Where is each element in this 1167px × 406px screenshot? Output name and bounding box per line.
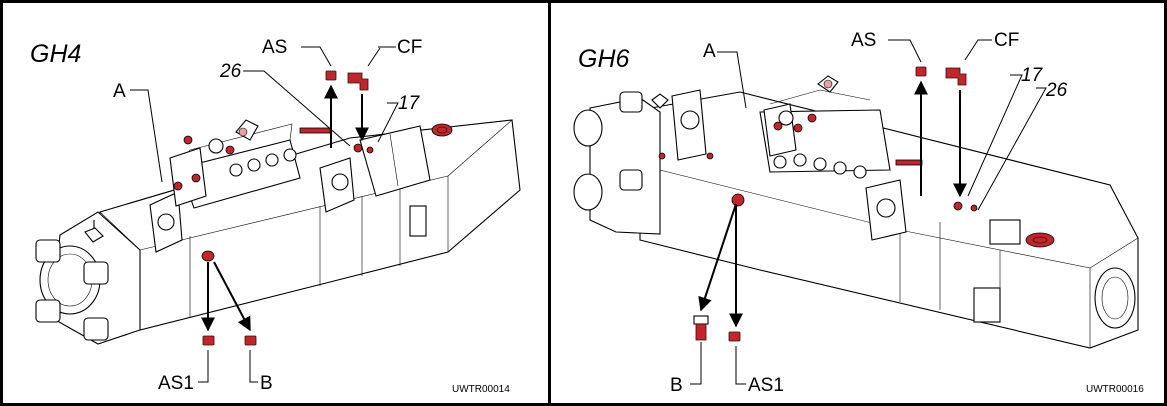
- part-b-gh4: [244, 335, 257, 346]
- part-as1-gh6: [728, 331, 741, 342]
- label-a-gh4: A: [113, 81, 126, 102]
- label-a-gh6: A: [703, 41, 716, 62]
- label-as1-gh6: AS1: [748, 375, 784, 396]
- panel-gh6: GH6: [573, 30, 1144, 396]
- label-as-gh6: AS: [851, 30, 876, 51]
- part-as-gh4: [325, 70, 337, 81]
- cylinder-drawing-gh6: [573, 75, 1139, 349]
- drawing-code-gh6: UWTR00016: [1086, 384, 1144, 395]
- label-cf-gh6: CF: [994, 30, 1019, 51]
- label-as-gh4: AS: [262, 37, 287, 58]
- label-cf-gh4: CF: [397, 37, 422, 58]
- drawing-code-gh4: UWTR00014: [452, 384, 510, 395]
- label-26-gh4: 26: [219, 61, 242, 82]
- part-b-gh6: [693, 315, 709, 341]
- label-b-gh4: B: [260, 373, 273, 394]
- part-cf-gh4: [347, 72, 369, 91]
- part-as1-gh4: [202, 335, 215, 346]
- figure-title-gh6: GH6: [578, 45, 630, 73]
- label-17-gh4: 17: [398, 93, 421, 114]
- part-cf-gh6: [945, 67, 967, 86]
- part-as-gh6: [915, 66, 927, 77]
- panel-border-gh6: [548, 0, 1167, 406]
- cylinder-drawing-gh4: [35, 119, 521, 345]
- label-26-gh6: 26: [1045, 80, 1068, 101]
- arrow-b-gh4: [213, 261, 251, 332]
- figure-title-gh4: GH4: [30, 40, 81, 68]
- panel-gh4: GH4: [30, 37, 521, 395]
- label-b-gh6: B: [670, 375, 683, 396]
- label-17-gh6: 17: [1021, 65, 1044, 86]
- label-as1-gh4: AS1: [158, 373, 194, 394]
- arrow-b-gh6: [698, 203, 737, 312]
